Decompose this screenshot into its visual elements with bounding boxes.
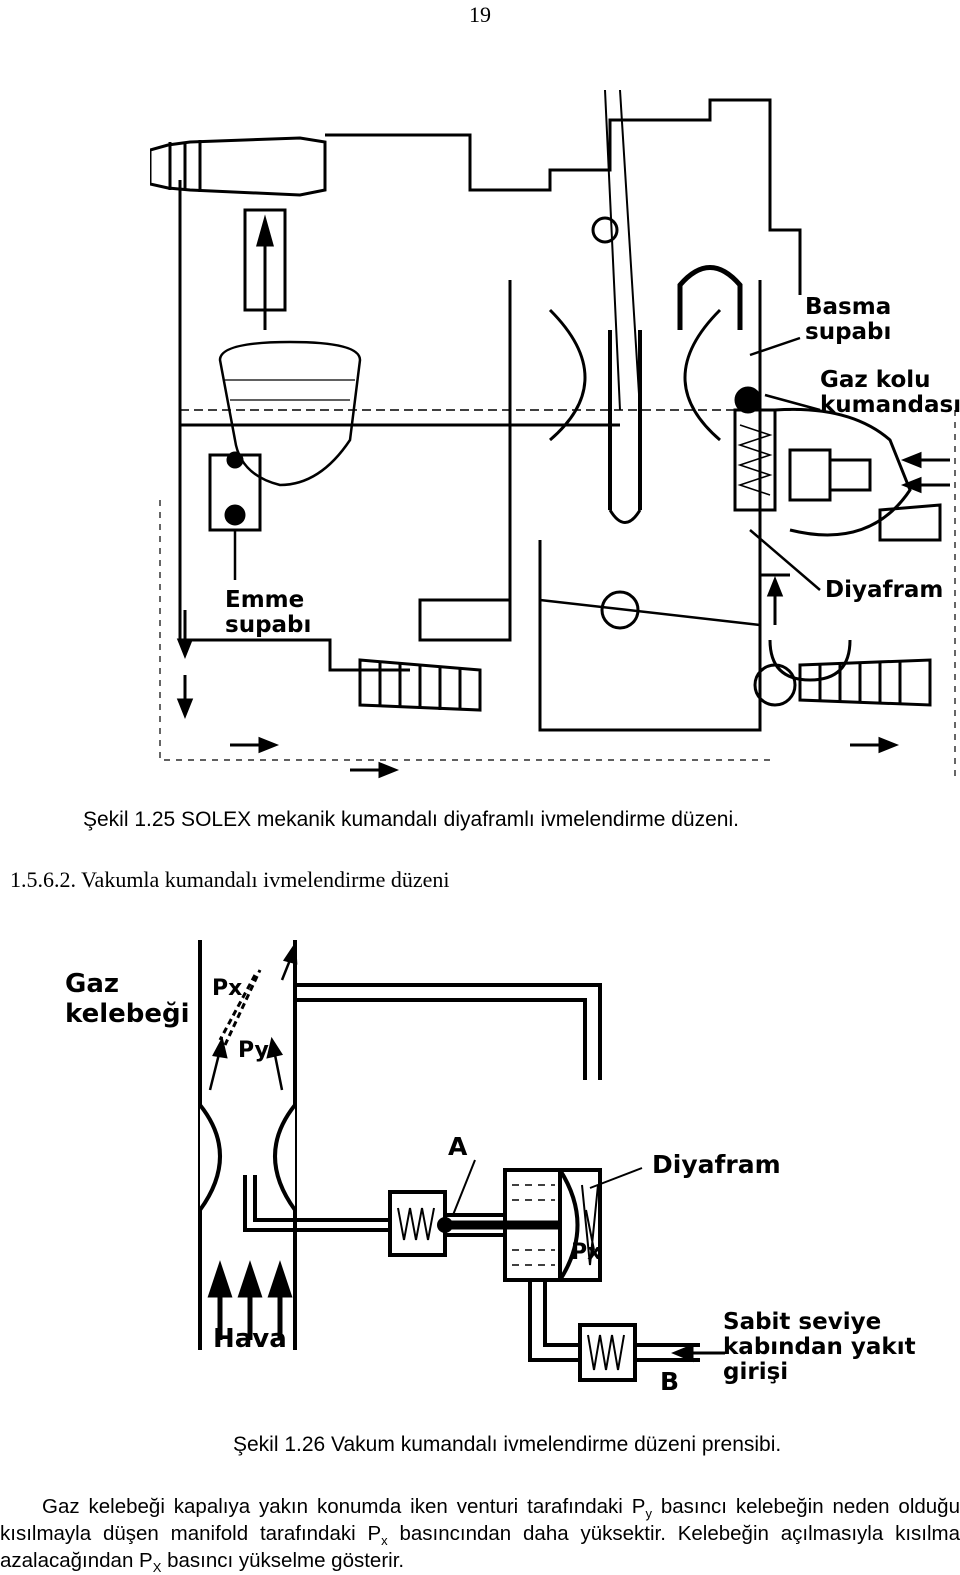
page-number: 19 — [469, 2, 491, 27]
hava-label: Hava — [213, 1324, 287, 1354]
diyafram-label-fig2: Diyafram — [652, 1150, 781, 1179]
py-label: Py — [238, 1038, 269, 1063]
diyafram-label-fig1: Diyafram — [825, 577, 944, 603]
subscript-x-upper: X — [152, 1560, 162, 1575]
px-chamber-label: Px — [571, 1240, 602, 1265]
emme-supabi-label: Emme supabı — [225, 587, 312, 638]
sabit-seviye-label: Sabit seviye kabından yakıt girişi — [723, 1309, 916, 1385]
gaz-kelebegi-label: Gaz kelebeği — [65, 969, 190, 1029]
b-label: B — [660, 1367, 680, 1396]
paragraph-part-2: basıncı kelebeğin neden olduğu kısılmayl… — [0, 1495, 960, 1545]
subscript-x: x — [381, 1533, 388, 1549]
subscript-y: y — [645, 1506, 652, 1522]
figure-1-25-caption: Şekil 1.25 SOLEX mekanik kumandalı diyaf… — [83, 808, 739, 831]
figure-1-26-caption: Şekil 1.26 Vakum kumandalı ivmelendirme … — [233, 1433, 782, 1456]
basma-supabi-label: Basma supabı — [805, 294, 892, 345]
gaz-kolu-kumandasi-label: Gaz kolu kumandası — [820, 367, 960, 418]
paragraph-part-4: basıncı yükselme gösterir. — [161, 1549, 405, 1572]
figure-1-25-carburetor-diagram — [150, 89, 956, 780]
figure-1-26-vacuum-diagram — [198, 940, 725, 1382]
section-heading: 1.5.6.2. Vakumla kumandalı ivmelendirme … — [10, 867, 450, 892]
paragraph-part-1: Gaz kelebeği kapalıya yakın konumda iken… — [42, 1495, 646, 1518]
body-paragraph: Gaz kelebeği kapalıya yakın konumda iken… — [0, 1493, 960, 1574]
a-label: A — [448, 1132, 468, 1161]
px-top-label: Px — [212, 976, 243, 1001]
